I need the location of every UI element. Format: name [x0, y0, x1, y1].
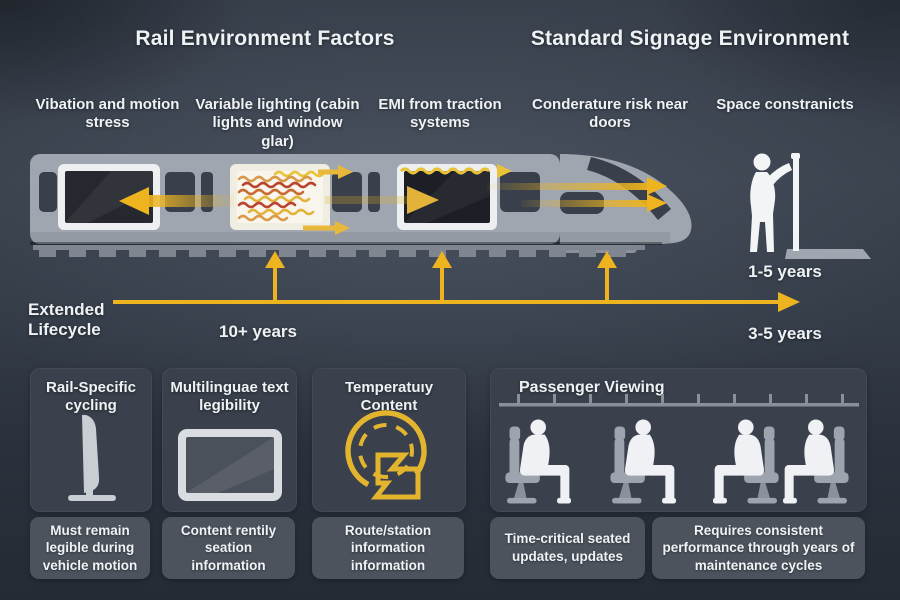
emi-beam-arrow	[325, 164, 512, 214]
caption-multilingual: Content rentily seation information	[162, 517, 295, 579]
timeline-left-label: Extended Lifecycle	[28, 300, 105, 340]
factor-label-space: Space constranicts	[716, 96, 854, 113]
factor-label-vibration: Vibation and motion stress	[35, 96, 180, 132]
monitor-side-icon	[31, 413, 151, 503]
handrail-icon	[499, 394, 859, 407]
timeline-right-duration-top: 1-5 years	[748, 262, 822, 281]
vibration-arrow	[119, 187, 234, 215]
route-loop-icon	[313, 407, 465, 503]
card-rail-specific-cycling: Rail-Specific cycling	[30, 368, 152, 512]
glare-squiggles	[237, 170, 325, 222]
factor-label-doors: Conderature risk near doors	[532, 96, 688, 132]
caption-maintenance: Requires consistent performance through …	[652, 517, 865, 579]
timeline-arrows	[113, 251, 800, 312]
card-temperature-content: Temperatuıy Content	[312, 368, 466, 512]
card-multilingual-legibility: Multilinguae text legibility	[162, 368, 297, 512]
factor-label-emi: EMI from traction systems	[378, 96, 502, 132]
factor-label-lighting: Variable lighting (cabin lights and wind…	[195, 96, 360, 150]
door-risk-arrows	[487, 177, 667, 212]
standing-person-with-sign-icon	[750, 153, 871, 259]
undercarriage-teeth	[39, 248, 626, 257]
seated-passenger-icon	[713, 419, 779, 504]
seated-passenger-icon	[505, 419, 571, 504]
left-section-title: Rail Environment Factors	[135, 27, 395, 50]
timeline-right-duration-bottom: 3-5 years	[748, 324, 822, 343]
card-title: Passenger Viewing	[519, 379, 665, 396]
seated-passenger-icon	[783, 419, 849, 504]
caption-rail-specific: Must remain legible during vehicle motio…	[30, 517, 150, 579]
right-section-title: Standard Signage Environment	[530, 27, 850, 50]
glare-exit-arrows	[303, 165, 353, 235]
timeline-left-duration: 10+ years	[219, 322, 297, 341]
seated-passengers-icon	[499, 394, 859, 504]
tablet-icon	[163, 427, 296, 503]
train-icon	[30, 154, 692, 257]
card-title: Rail-Specific cycling	[45, 379, 137, 414]
seated-passenger-icon	[610, 419, 676, 504]
caption-time-critical: Time-critical seated updates, updates	[490, 517, 645, 579]
caption-route-station: Route/station information information	[312, 517, 464, 579]
card-title: Multilinguae text legibility	[170, 379, 289, 414]
card-passenger-viewing: Passenger Viewing	[490, 368, 867, 512]
card-title: Temperatuıy Content	[344, 379, 434, 414]
